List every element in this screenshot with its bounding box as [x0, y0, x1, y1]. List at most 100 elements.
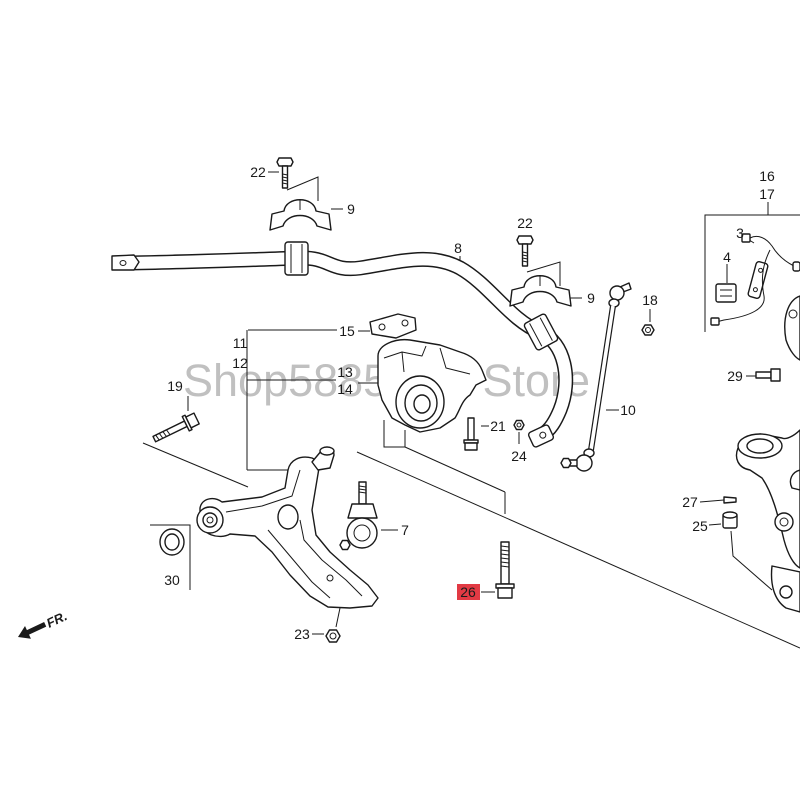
- ball-joint-nut-23-hole: [329, 632, 337, 640]
- ball-joint-7-thread: [358, 485, 367, 494]
- bracket-plate-15-body: [369, 313, 417, 339]
- bracket-nut-24-hex: [513, 419, 525, 431]
- bar-bushing-left: [284, 241, 309, 276]
- abs-sensor-clip-4-detail: [720, 289, 732, 297]
- knuckle-upper-hole: [788, 309, 798, 319]
- bracket-bolt-21: [463, 417, 479, 451]
- callout-8-stabilizer-bar: 8: [454, 240, 462, 256]
- knuckle-mid-boss: [774, 512, 794, 532]
- abs-sensor-harness: [710, 233, 800, 326]
- bar-bushing-right-body: [523, 313, 559, 351]
- bar-clamp-lower: [509, 275, 572, 307]
- ball-joint-7-body: [346, 517, 378, 549]
- guide-line-26: [404, 446, 506, 493]
- callout-16: 16: [759, 168, 775, 184]
- knuckle-lower-hole: [779, 585, 793, 599]
- callout-26: 26: [460, 584, 476, 600]
- bracket-line-30: [150, 524, 191, 590]
- callout-24: 24: [511, 448, 527, 464]
- bracket-nut-24: [513, 419, 525, 431]
- knuckle-upper-boss-bore: [746, 438, 774, 454]
- ball-joint-nut-23-hex: [325, 629, 341, 643]
- bar-clamp-upper: [269, 199, 332, 231]
- link-nut-18-hex: [641, 324, 655, 336]
- stabilizer-bar: [111, 250, 574, 448]
- leader-line-27: [699, 499, 725, 503]
- abs-sensor-clip-4: [715, 283, 737, 303]
- clamp-bolt-upper-thread: [282, 173, 288, 185]
- clamp-bolt-upper-head: [276, 157, 294, 167]
- bar-clamp-upper-body: [269, 199, 332, 231]
- leader-lines: [142, 171, 800, 649]
- callout-9-upper-clamp: 9: [347, 201, 355, 217]
- guide-line-25: [730, 530, 773, 591]
- bracket-bolt-21-shank: [467, 417, 475, 441]
- pin-27: [723, 496, 737, 504]
- clamp-bolt-upper: [276, 157, 294, 189]
- arm-bolt-19: [152, 412, 200, 443]
- knuckle-upper-arm: [784, 295, 800, 361]
- steering-knuckle: [735, 429, 800, 613]
- arm-bolt-19-head: [185, 412, 200, 429]
- callout-labels: 22 9 8 22 9 18 16 17 3 4 15 11 12 13 14 …: [164, 164, 775, 642]
- guide-line-19: [142, 442, 249, 488]
- stabilizer-link-rod-fill: [589, 305, 615, 451]
- bracket-line-9-lower: [526, 261, 561, 286]
- knuckle-bolt-29-shank: [755, 371, 772, 379]
- stabilizer-bar-right-end-tab: [527, 424, 555, 448]
- front-direction-marker: FR.: [18, 608, 69, 639]
- callout-17: 17: [759, 186, 775, 202]
- stabilizer-link-bottom-housing: [575, 454, 593, 472]
- ball-joint-7-boot: [347, 503, 378, 519]
- bar-bushing-right-rib: [539, 317, 553, 341]
- callout-3: 3: [736, 225, 744, 241]
- callout-30: 30: [164, 572, 180, 588]
- stabilizer-link: [560, 282, 632, 472]
- knuckle-bolt-29-head: [770, 368, 781, 382]
- lower-control-arm-body: [199, 456, 379, 609]
- lower-control-arm: [196, 446, 379, 609]
- ball-joint-nut-23: [325, 629, 341, 643]
- knuckle-right-tab: [789, 469, 800, 491]
- abs-harness-end-connector: [792, 261, 800, 272]
- callout-4: 4: [723, 249, 731, 265]
- callout-9-lower-clamp: 9: [587, 290, 595, 306]
- ball-joint-7-nut: [339, 539, 351, 551]
- lower-control-arm-hole: [277, 504, 299, 530]
- abs-sensor-head: [710, 317, 720, 326]
- clamp-bolt-lower: [516, 235, 534, 267]
- pin-27-body: [723, 496, 737, 504]
- abs-harness-bracket-3-body: [747, 261, 769, 299]
- callout-7: 7: [401, 522, 409, 538]
- link-nut-18-hole: [645, 327, 651, 333]
- stabilizer-link-top-housing: [609, 285, 625, 301]
- bar-bushing-right-rib: [529, 323, 543, 347]
- collar-nut-25: [722, 511, 738, 529]
- arm-bushing-30: [159, 528, 185, 556]
- bracket-plate-15-hole: [378, 323, 386, 331]
- knuckle-body: [735, 429, 800, 569]
- callout-27: 27: [682, 494, 698, 510]
- stabilizer-bar-right-end: [527, 424, 555, 448]
- knuckle-upper-partial: [784, 295, 800, 361]
- knuckle-mid-boss-bore: [779, 517, 789, 527]
- lower-control-arm-small-hole: [326, 574, 334, 582]
- bracket-line-16-17: [704, 214, 800, 332]
- stabilizer-link-bottom-nut: [560, 457, 572, 469]
- callout-15: 15: [339, 323, 355, 339]
- callout-18-nut: 18: [642, 292, 658, 308]
- callout-22-lower-bolt: 22: [517, 215, 533, 231]
- callout-29: 29: [727, 368, 743, 384]
- bar-bushing-left-body: [284, 241, 309, 276]
- callout-11: 11: [233, 335, 248, 351]
- ball-joint-7: [339, 481, 378, 551]
- abs-harness-bracket-3: [747, 261, 769, 299]
- compliance-bushing-bracket: [377, 338, 487, 433]
- callout-12: 12: [232, 355, 248, 371]
- guide-line-23: [335, 607, 341, 628]
- bar-clamp-lower-body: [509, 275, 572, 307]
- stabilizer-bar-fill: [129, 251, 572, 440]
- compliance-bushing-core: [413, 394, 431, 414]
- callout-25: 25: [692, 518, 708, 534]
- collar-nut-25-top: [722, 511, 738, 519]
